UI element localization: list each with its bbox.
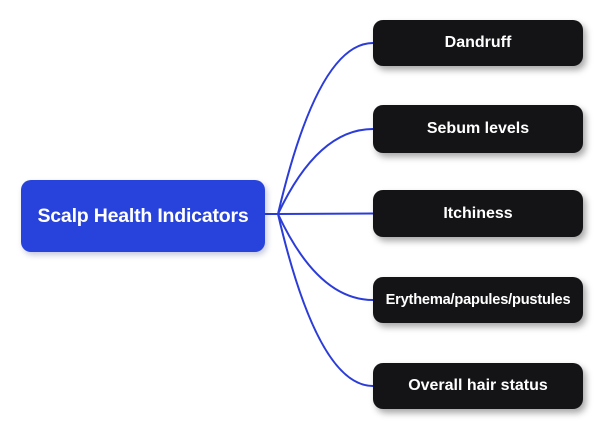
node-label: Sebum levels [426,120,530,137]
node-overall-hair-status[interactable]: Overall hair status [373,363,583,409]
node-sebum-levels[interactable]: Sebum levels [373,105,583,153]
node-label: Scalp Health Indicators [37,204,249,227]
node-itchiness[interactable]: Itchiness [373,190,583,237]
node-label: Overall hair status [408,377,548,394]
connector-sebum-levels [277,128,374,215]
connector-erythema [277,213,374,301]
node-label: Dandruff [444,34,512,51]
connector-overall-hair [277,213,374,387]
node-dandruff[interactable]: Dandruff [373,20,583,66]
node-label: Itchiness [443,204,513,222]
node-label: Erythema/papules/pustules [385,292,571,308]
connector-dandruff [277,42,374,215]
node-erythema-papules-pustules[interactable]: Erythema/papules/pustules [373,277,583,323]
connector-itchiness [277,212,374,215]
node-scalp-health-indicators[interactable]: Scalp Health Indicators [21,180,265,252]
